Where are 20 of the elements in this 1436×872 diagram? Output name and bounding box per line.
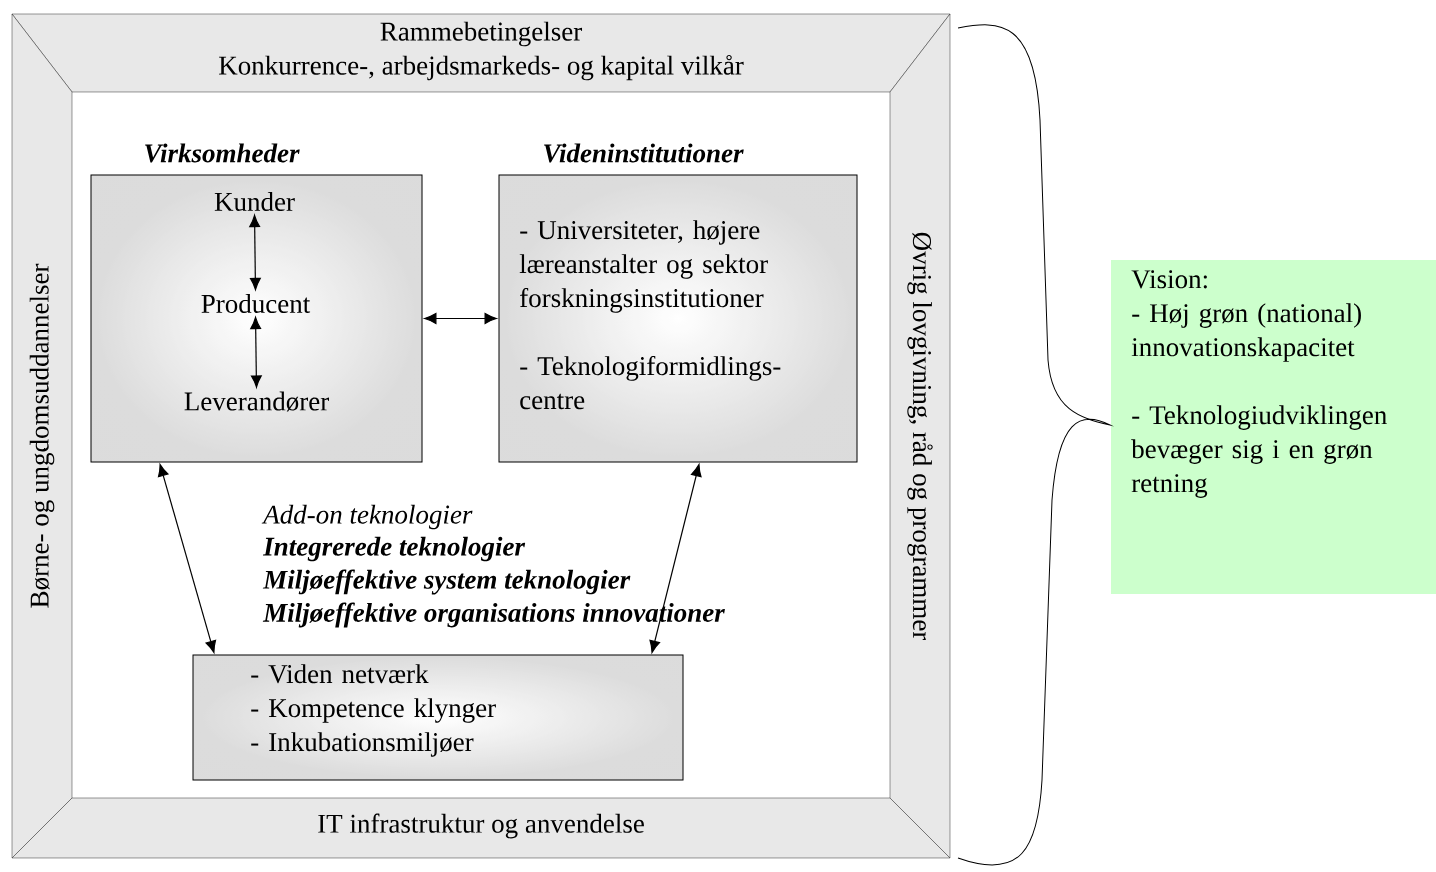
arrow	[424, 313, 497, 324]
group-box: Videninstitutioner - Universiteter, højere læreanstalter og sektor forskningsinstitutioner - Teknologiformidlings- centre	[498, 143, 858, 463]
technology-label: Add-on teknologier	[261, 504, 473, 530]
frame-band: Børne- og ungdomsuddannelser	[11, 13, 73, 859]
actor-label: Producent	[201, 294, 311, 313]
arrow	[250, 316, 262, 388]
arrow	[157, 464, 217, 653]
actor-label: Leverandører	[184, 391, 329, 412]
frame-band: Øvrig lovgivning, råd og programmer	[889, 13, 951, 859]
technology-label: Miljøeffektive system teknologier	[262, 569, 631, 595]
actor-label: Kunder	[214, 192, 295, 211]
arrow	[249, 214, 261, 291]
frame-band: Rammebetingelser Konkurrence-, arbejdsmarkeds- og kapital vilkår	[11, 13, 951, 93]
network-box: - Viden netværk - Kompetence klynger - Inkubationsmiljøer	[192, 654, 684, 781]
technology-label: Integrerede teknologier	[262, 536, 526, 562]
node-label: Virksomheder	[145, 143, 300, 163]
node-label: Videninstitutioner	[544, 143, 744, 163]
frame-band: IT infrastruktur og anvendelse	[11, 797, 951, 859]
arrow	[649, 464, 702, 653]
vision-box: Vision: - Høj grøn (national) innovationskapacitet - Teknologiudviklingen bevæger sig i en grøn retning	[1111, 260, 1436, 594]
